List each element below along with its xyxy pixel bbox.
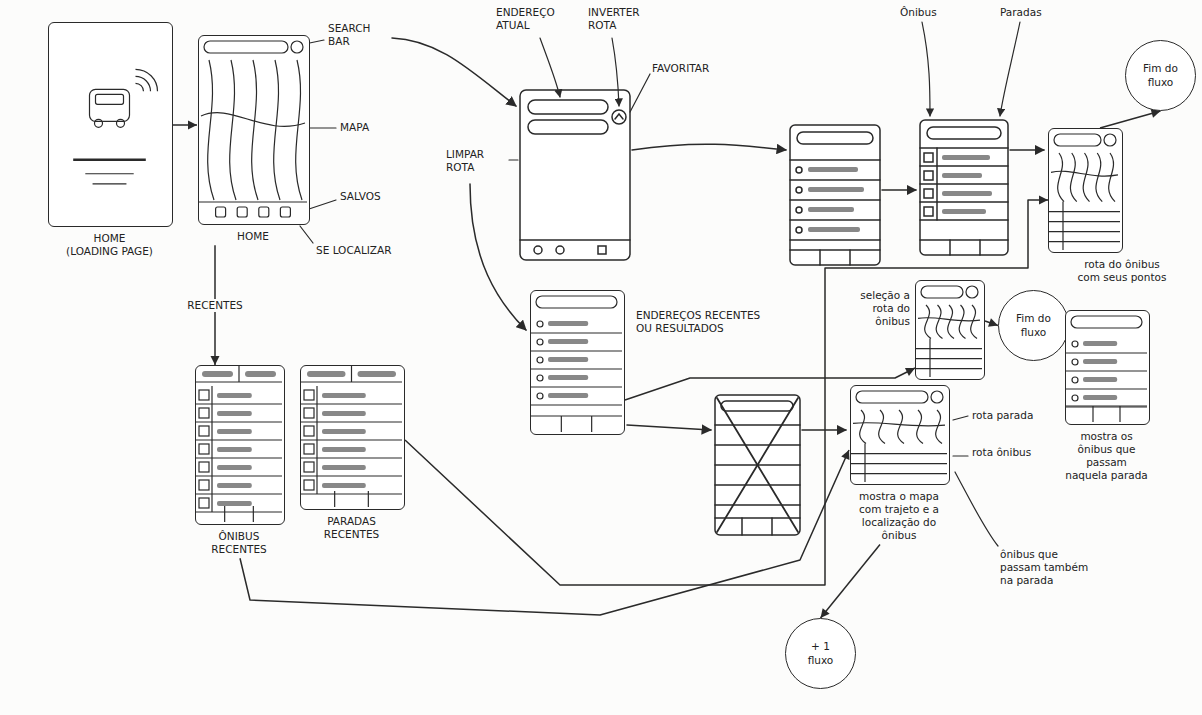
screen-caption: rota do ônibus com seus pontos (1072, 258, 1172, 284)
callout-label: INVERTER ROTA (588, 6, 660, 32)
arrow-head (1039, 196, 1048, 205)
discarded-screen (715, 395, 800, 535)
connector-label: RECENTES (187, 299, 242, 312)
callout-box: FAVORITAR (652, 62, 732, 75)
screen-sketch (1066, 311, 1147, 422)
callout-box: ônibus que passam também na parada (1000, 548, 1092, 587)
screen-caption-text: ENDEREÇOS RECENTES OU RESULTADOS (636, 309, 774, 335)
screen-sketch (531, 291, 622, 432)
screen-wireframe: PARADAS RECENTES (300, 365, 405, 510)
screen-caption-text: HOME (197, 230, 309, 243)
screen-sketch (916, 281, 982, 377)
callout-box: LIMPAR ROTA (446, 148, 508, 174)
screen-wireframe: HOME(LOADING PAGE) (48, 22, 173, 227)
arrow-head (841, 450, 849, 460)
callout-box: rota parada (972, 409, 1044, 422)
flow-connector (405, 200, 1048, 585)
callout-leaders (292, 22, 1020, 546)
screen-caption: HOME (197, 230, 309, 243)
flow-end-circle: Fim do fluxo (998, 290, 1069, 361)
screen-wireframe: seleção a rota do ônibus (915, 280, 985, 380)
screen-wireframe: ENDEREÇOS RECENTES OU RESULTADOS (530, 290, 625, 435)
callout-box: Paradas (1000, 6, 1062, 19)
screen-sketch (199, 36, 307, 222)
flow-connector (1100, 111, 1161, 128)
screen-caption: PARADAS RECENTES (299, 515, 404, 541)
screen-caption-text: mostra o mapa com trajeto e a localizaçã… (849, 490, 949, 543)
flow-connector (821, 545, 881, 619)
callout-label: FAVORITAR (652, 62, 732, 75)
callout-label: Paradas (1000, 6, 1062, 19)
bus-list-screen (920, 120, 1008, 255)
screen-wireframe: mostra o mapa com trajeto e a localizaçã… (850, 385, 950, 485)
screen-wireframe: HOME (198, 35, 310, 225)
screen-wireframe: ÔNIBUS RECENTES (195, 365, 285, 525)
screen-caption: mostra os ônibus que passam naquela para… (1064, 430, 1149, 483)
callout-box: SE LOCALIZAR (316, 244, 426, 257)
screen-caption-text: (LOADING PAGE) (47, 245, 172, 258)
screen-caption: HOME(LOADING PAGE) (47, 232, 172, 258)
callout-box: MAPA (340, 121, 390, 134)
arrow-head (821, 608, 830, 618)
screen-caption-text: HOME (47, 232, 172, 245)
screen-caption: ENDEREÇOS RECENTES OU RESULTADOS (636, 309, 774, 335)
callout-box: rota ônibus (972, 446, 1044, 459)
callout-box: SALVOS (340, 190, 400, 203)
callout-label: ENDEREÇO ATUAL (496, 6, 580, 32)
screen-caption: ÔNIBUS RECENTES (194, 530, 284, 556)
screen-sketch (851, 386, 947, 482)
screen-caption-text: seleção a rota do ônibus (838, 289, 910, 328)
flow-end-circle: + 1 fluxo (785, 618, 856, 689)
screen-caption-text: rota do ônibus com seus pontos (1072, 258, 1172, 284)
arrow-head (988, 318, 998, 327)
callout-label: SEARCH BAR (328, 22, 388, 48)
callout-box: Ônibus (900, 6, 956, 19)
callout-label: Ônibus (900, 6, 956, 19)
callout-label: LIMPAR ROTA (446, 148, 508, 174)
screen-sketch (301, 366, 402, 507)
screen-caption-text: ÔNIBUS RECENTES (194, 530, 284, 556)
screen-sketch (196, 366, 282, 522)
callout-label: SALVOS (340, 190, 400, 203)
screen-sketch (49, 23, 170, 224)
callout-box: INVERTER ROTA (588, 6, 660, 32)
screen-caption: mostra o mapa com trajeto e a localizaçã… (849, 490, 949, 543)
callout-label: ônibus que passam também na parada (1000, 548, 1092, 587)
flow-end-circle: Fim do fluxo (1125, 40, 1196, 111)
arrow-head (188, 121, 197, 130)
callout-label: rota parada (972, 409, 1044, 422)
callout-box: SEARCH BAR (328, 22, 388, 48)
screen-caption-text: PARADAS RECENTES (299, 515, 404, 541)
arrow-head (905, 368, 915, 376)
screen-wireframe: rota do ônibus com seus pontos (1048, 128, 1123, 253)
screen-wireframe: mostra os ônibus que passam naquela para… (1065, 310, 1150, 425)
screen-caption-text: mostra os ônibus que passam naquela para… (1064, 430, 1149, 483)
search-screen (520, 90, 630, 260)
screen-sketch (1049, 129, 1120, 250)
circle-label: Fim do fluxo (1138, 62, 1184, 88)
screen-caption: seleção a rota do ônibus (838, 289, 910, 328)
list-screen (790, 125, 880, 265)
callout-label: SE LOCALIZAR (316, 244, 426, 257)
flow-arrows (392, 38, 1044, 430)
callout-label: rota ônibus (972, 446, 1044, 459)
circle-label: Fim do fluxo (1011, 312, 1057, 338)
callout-box: ENDEREÇO ATUAL (496, 6, 580, 32)
callout-label: MAPA (340, 121, 390, 134)
arrow-head (211, 356, 220, 365)
circle-label: + 1 fluxo (798, 640, 844, 666)
connector-label-patch: RECENTES (184, 299, 245, 312)
